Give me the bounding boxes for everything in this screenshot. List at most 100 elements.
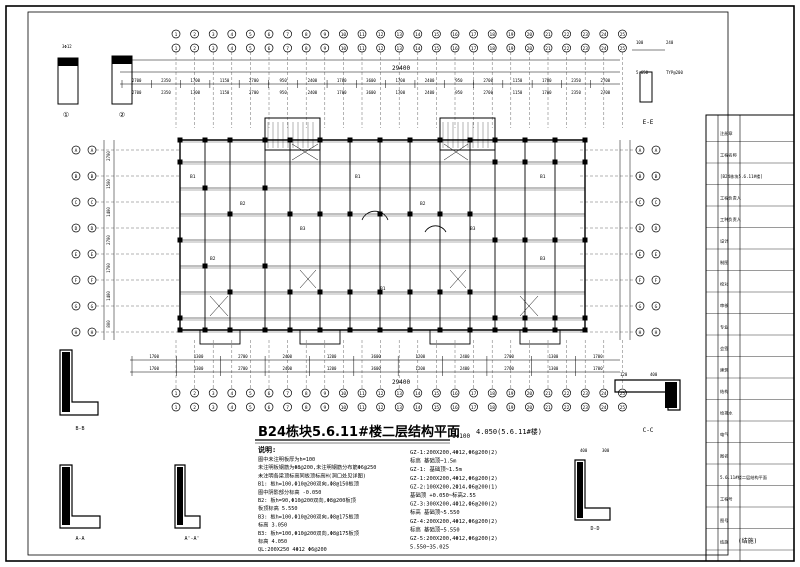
top-axis-bubble-label: 7 (286, 32, 289, 38)
detail-bb-body (59, 349, 99, 416)
detail-cc-dim: 120 (620, 372, 628, 377)
bottom-dim-text: 1300 (194, 354, 204, 359)
top-axis-bubble-circle (246, 29, 255, 39)
top-axis-bubble-label: 8 (305, 32, 308, 38)
detail-e-dim: 100 (636, 40, 644, 45)
balcony (429, 329, 471, 345)
right-axis-bubble-2-label: D (655, 226, 658, 232)
note-line: B2: 板h=90,Φ10@200双向,Φ8@200板顶 (258, 496, 356, 504)
title-block-cell: 审核 (720, 302, 729, 309)
bottom-axis-bubble-2-circle (469, 402, 478, 412)
title-block-cell: 5.6.11#楼二层结构平面 (720, 474, 767, 481)
left-axis-bubble-circle (71, 249, 81, 259)
bottom-axis-bubble-2-label: 8 (305, 405, 308, 411)
left-dim-text: 2700 (106, 235, 111, 245)
bottom-axis-bubble-circle (190, 388, 199, 398)
bottom-dim-text-2: 1300 (549, 366, 559, 371)
top-axis-bubble-label: 10 (341, 32, 347, 38)
left-dim-text: 1500 (106, 179, 111, 189)
bottom-axis-bubble-label: 15 (434, 391, 440, 397)
top-dim-text: 950 (455, 78, 463, 83)
top-axis-bubble-circle (599, 29, 609, 39)
top-dim-text: 2700 (483, 78, 493, 83)
bottom-dim-text-2: 1200 (327, 366, 337, 371)
note-line: B3: 板h=100,Φ10@200双向,Φ8@175板顶 (258, 529, 359, 537)
bottom-dim-text-2: 1700 (149, 366, 159, 371)
left-axis-bubble-label: F (75, 278, 78, 284)
detail-e-dim: 5.650 (636, 70, 649, 75)
slab-tag: B3 (470, 226, 476, 232)
bottom-axis-bubble-circle (543, 388, 553, 398)
title-block-cell: 结施 (720, 539, 729, 546)
top-dim-text-2: 1150 (220, 90, 230, 95)
top-axis-bubble-label: 20 (527, 32, 533, 38)
top-axis-bubble-2-label: 7 (286, 46, 289, 52)
top-dim-text: 2700 (601, 78, 611, 83)
right-axis-bubble-2-circle (651, 275, 661, 285)
detail-cc-dim: 400 (650, 372, 658, 377)
title-block-cell: 工程负责人 (720, 195, 742, 202)
top-axis-bubble-circle (525, 29, 534, 39)
bottom-axis-bubble-label: 3 (212, 391, 215, 397)
bottom-axis-bubble-2-label: 9 (323, 405, 326, 411)
detail-aa2-hatch (177, 467, 183, 525)
detail-cc-label: C-C (643, 427, 654, 434)
bottom-axis-bubble-circle (618, 388, 627, 398)
detail-1-label: ① (63, 111, 69, 119)
stair-core-right (439, 117, 496, 151)
bottom-axis-bubble-2-circle (227, 402, 237, 412)
top-axis-bubble-2-label: 14 (415, 46, 421, 52)
top-dim-text-2: 2400 (425, 90, 435, 95)
top-axis-bubble-2-label: 12 (378, 46, 384, 52)
bottom-axis-bubble-2-circle (376, 402, 385, 412)
title-block-cell: 结构 (720, 388, 728, 395)
title-block-cell: 注册章 (720, 130, 733, 137)
bottom-axis-bubble-2-label: 23 (582, 405, 588, 411)
top-axis-bubble-label: 9 (323, 32, 326, 38)
top-axis-bubble-circle (208, 29, 218, 39)
top-dim-text: 1150 (513, 78, 523, 83)
bottom-dim-text: 1300 (549, 354, 559, 359)
bottom-axis-bubble-2-circle (450, 402, 460, 412)
top-axis-bubble-circle (543, 29, 553, 39)
right-axis-bubble-2-circle (651, 171, 661, 181)
top-axis-bubble-2-label: 4 (230, 46, 233, 52)
top-dim-text: 1150 (220, 78, 230, 83)
top-axis-bubble-2-label: 16 (452, 46, 458, 52)
detail-cc-hatch (665, 382, 677, 408)
slab-tag: B2 (240, 201, 246, 207)
top-axis-bubble-2-label: 25 (620, 46, 626, 52)
left-axis-bubble-2-label: B (91, 174, 94, 180)
bottom-axis-bubble-2-circle (264, 402, 274, 412)
top-total-dimension: 29400 (392, 65, 410, 72)
bottom-axis-bubble-label: 8 (305, 391, 308, 397)
top-axis-bubble-2-label: 9 (323, 46, 326, 52)
bottom-axis-bubble-circle (413, 388, 423, 398)
top-axis-bubble-circle (432, 29, 441, 39)
detail-e-dim: TYP@200 (666, 70, 683, 75)
bottom-axis-bubble-circle (301, 388, 311, 398)
bottom-axis-bubble-label: 25 (620, 391, 626, 397)
top-dim-text: 3600 (366, 78, 376, 83)
bottom-axis-bubble-circle (506, 388, 516, 398)
bottom-dim-text: 1700 (593, 354, 603, 359)
right-axis-bubble-label: B (639, 174, 642, 180)
top-axis-bubble-2-label: 2 (193, 46, 196, 52)
opening-cross (519, 295, 539, 317)
top-dim-text: 2350 (161, 78, 171, 83)
bottom-axis-bubble-label: 7 (286, 391, 289, 397)
detail-2-label: ② (119, 111, 125, 119)
top-axis-bubbles: 1122334455667788991010111112121313141415… (171, 29, 627, 128)
bottom-axis-bubble-2-label: 19 (508, 405, 514, 411)
top-axis-bubble-circle (413, 29, 423, 39)
left-axis-bubble-label: G (75, 304, 78, 310)
top-axis-bubble-2-label: 3 (212, 46, 215, 52)
detail-aa-hatch (62, 467, 70, 525)
top-axis-bubble-label: 25 (620, 32, 626, 38)
bottom-dim-text: 1200 (327, 354, 337, 359)
top-axis-bubble-2-label: 15 (434, 46, 440, 52)
right-axis-bubble-2-label: G (655, 304, 658, 310)
detail-aa-label: A-A (75, 536, 84, 542)
opening-cross (443, 143, 469, 161)
